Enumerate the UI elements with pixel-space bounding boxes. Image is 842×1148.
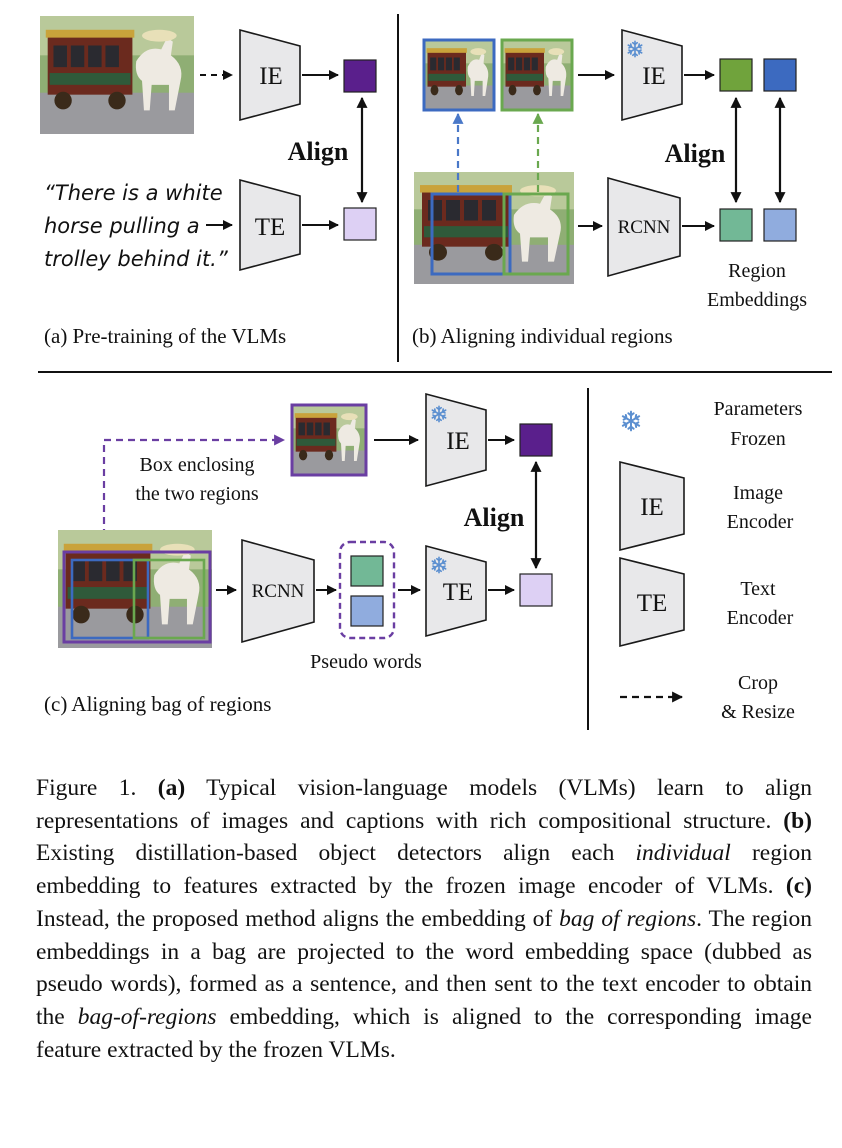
bag-region-green — [132, 558, 206, 640]
crop-green-photo — [502, 40, 572, 110]
image-encoder-b-label: IE — [642, 63, 666, 90]
bag-crop-photo — [292, 405, 366, 475]
legend-text-encoder-shape — [619, 556, 685, 648]
align-label-a: Align — [288, 137, 349, 166]
bag-region-box — [62, 550, 212, 644]
caption-b-tag: (b) — [783, 807, 812, 834]
legend-te-glyph: TE — [637, 590, 668, 617]
region-embeddings-label-1: Region — [728, 260, 786, 282]
image-encoder-a-label: IE — [259, 63, 283, 90]
rcnn-c-label: RCNN — [252, 581, 305, 602]
bag-crop-frame — [290, 403, 368, 477]
subcaption-b: (b) Aligning individual regions — [412, 324, 673, 348]
legend-ie-line1: Image — [733, 482, 783, 504]
caption-c-text3: embedding, which is aligned to the corre… — [36, 1003, 812, 1063]
crop-green-frame — [500, 38, 574, 112]
caption-quote-line1: “There is a white — [44, 181, 223, 205]
align-label-c: Align — [464, 503, 525, 532]
image-encoder-a — [239, 28, 301, 122]
legend-ie-glyph: IE — [640, 494, 664, 521]
text-encoder-a-label: TE — [255, 214, 286, 241]
crop-blue-frame — [422, 38, 496, 112]
pseudo-words-label: Pseudo words — [310, 651, 422, 673]
legend-image-encoder-shape — [619, 460, 685, 552]
text-encoder-a — [239, 178, 301, 272]
caption-c-italic1: bag of regions — [559, 905, 697, 932]
image-embedding-green — [719, 58, 753, 92]
legend: Parameters Frozen IE Image Encoder TE Te… — [619, 398, 803, 723]
region-green-box — [502, 192, 570, 276]
legend-te-line1: Text — [740, 578, 776, 600]
legend-frozen-line1: Parameters — [714, 398, 803, 420]
text-embedding-c — [519, 573, 553, 607]
legend-frozen-line2: Frozen — [730, 428, 786, 450]
subcaption-a: (a) Pre-training of the VLMs — [44, 324, 286, 348]
legend-crop-line1: Crop — [738, 672, 778, 694]
subcaption-c: (c) Aligning bag of regions — [44, 692, 271, 716]
caption-b-text1: Existing distillation-based object detec… — [36, 840, 636, 867]
figure-caption: Figure 1. (a) Typical vision-language mo… — [36, 772, 812, 1066]
snowflake-icon — [621, 410, 641, 432]
image-embedding-a — [343, 59, 377, 93]
legend-ie-line2: Encoder — [727, 511, 794, 533]
bag-region-blue — [70, 558, 150, 640]
text-embedding-a — [343, 207, 377, 241]
dashed-arrow-bag — [102, 434, 286, 548]
caption-b-italic: individual — [635, 840, 731, 867]
panel-b: IE RCNN Align Region Embeddings (b) Alig… — [412, 28, 807, 348]
caption-quote-line3: trolley behind it.” — [44, 247, 229, 271]
caption-c-italic2: bag-of-regions — [77, 1003, 217, 1030]
caption-quote-line2: horse pulling a — [44, 214, 200, 238]
panel-a-photo — [40, 16, 194, 134]
panel-c: Box enclosing the two regions IE Align R… — [44, 392, 553, 716]
image-embedding-blue — [763, 58, 797, 92]
region-embedding-green — [719, 208, 753, 242]
image-encoder-c — [425, 392, 487, 488]
legend-crop-line2: & Resize — [721, 701, 795, 723]
text-encoder-c — [425, 544, 487, 638]
pseudo-word-blue — [350, 595, 384, 627]
caption-c-text1: Instead, the proposed method aligns the … — [36, 905, 560, 932]
crop-blue-photo — [424, 40, 494, 110]
caption-a-text: Typical vision-language models (VLMs) le… — [36, 775, 812, 834]
caption-a-tag: (a) — [157, 775, 186, 801]
image-encoder-c-label: IE — [446, 428, 470, 455]
caption-fig-number: Figure 1. — [36, 775, 158, 801]
pseudo-word-green — [350, 555, 384, 587]
legend-te-line2: Encoder — [727, 607, 794, 629]
figure-diagram: IE Align “There is a white horse pulling… — [38, 14, 832, 730]
box-label-line2: the two regions — [135, 483, 259, 505]
rcnn-b-label: RCNN — [618, 217, 671, 238]
caption-c-text2: . The region embeddings in a bag are pro… — [36, 905, 812, 1030]
image-encoder-b — [621, 28, 683, 122]
region-blue-box — [430, 192, 512, 276]
text-encoder-c-label: TE — [443, 579, 474, 606]
region-embedding-blue — [763, 208, 797, 242]
image-embedding-c — [519, 423, 553, 457]
caption-c-tag: (c) — [785, 873, 812, 900]
region-embeddings-label-2: Embeddings — [707, 289, 807, 311]
rcnn-c — [241, 538, 315, 644]
align-label-b: Align — [665, 139, 726, 168]
panel-b-photo — [414, 172, 574, 284]
box-label-line1: Box enclosing — [140, 454, 255, 476]
caption-b-text2: region embedding to features extracted b… — [36, 840, 813, 900]
panel-a: IE Align “There is a white horse pulling… — [40, 16, 377, 348]
rcnn-b — [607, 176, 681, 278]
